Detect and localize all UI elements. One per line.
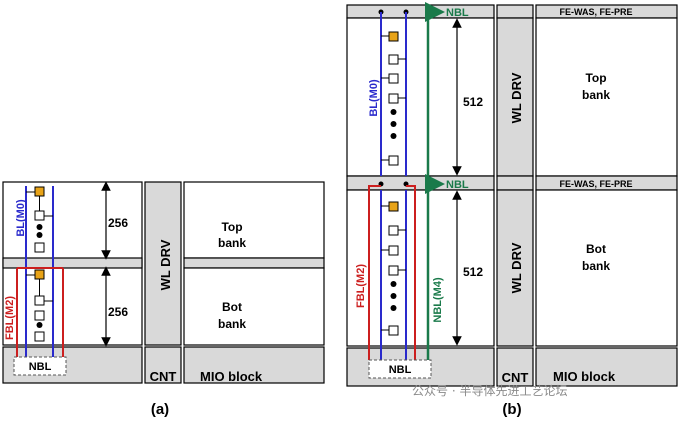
- ellipsis-dot: [390, 121, 397, 127]
- cnt-label: CNT: [502, 370, 529, 385]
- folded-bitline-left: [368, 185, 381, 360]
- memory-cell: [388, 155, 399, 166]
- memory-cell: [388, 225, 399, 236]
- highlighted-cell: [388, 31, 399, 42]
- bank-separator-strip-right: [183, 257, 325, 269]
- mio-label: MIO block: [200, 369, 263, 384]
- ellipsis-dot: [36, 322, 43, 328]
- memory-cell: [388, 54, 399, 65]
- mio-block: [535, 347, 678, 387]
- wl-driver-top-label: WL DRV: [509, 72, 524, 123]
- ellipsis-dot: [390, 305, 397, 311]
- folded-bitline-label: FBL(M2): [4, 296, 16, 340]
- fe-mid-label: FE-WAS, FE-PRE: [559, 179, 632, 189]
- wl-driver-column: [144, 181, 182, 346]
- memory-cell: [34, 295, 45, 306]
- top-bank-label-line1: Top: [221, 220, 242, 234]
- bot-bank: [183, 267, 325, 346]
- top-bank-label-line2: bank: [582, 88, 610, 102]
- top-bank: [535, 17, 678, 177]
- panel-b: WL DRV WL DRV CNT FE-WAS, FE-PRE Top ban…: [346, 2, 678, 418]
- nbl-box: [368, 359, 432, 379]
- nbl-box: [13, 356, 67, 376]
- memory-cell: [34, 331, 45, 342]
- ellipsis-dot: [36, 224, 43, 230]
- ellipsis-dot: [390, 281, 397, 287]
- bot-array: [346, 189, 495, 347]
- memory-cell: [34, 310, 45, 321]
- bot-bank-label-line2: bank: [582, 259, 610, 273]
- memory-cell: [388, 93, 399, 104]
- bitline-m0-label: BL(M0): [368, 79, 380, 117]
- memory-cell: [388, 265, 399, 276]
- nbl-label: NBL: [389, 364, 412, 376]
- highlighted-cell: [34, 269, 45, 280]
- highlighted-cell: [34, 186, 45, 197]
- bank-separator-strip: [2, 257, 143, 269]
- bitline-m0-label: BL(M0): [15, 199, 27, 237]
- bot-bank: [535, 189, 678, 347]
- fe-top-label: FE-WAS, FE-PRE: [559, 7, 632, 17]
- wl-driver-bot-label: WL DRV: [509, 242, 524, 293]
- memory-cell: [388, 325, 399, 336]
- top-cell-count: 256: [108, 216, 128, 230]
- memory-cell: [388, 245, 399, 256]
- folded-bitline-right: [406, 185, 416, 360]
- memory-cell: [388, 73, 399, 84]
- wl-driver-mid-cap: [496, 175, 534, 191]
- top-bank: [183, 181, 325, 259]
- nbl-m4-label: NBL(M4): [432, 277, 444, 323]
- memory-cell: [34, 242, 45, 253]
- top-bank-label-line2: bank: [218, 236, 246, 250]
- bot-bank-label-line1: Bot: [222, 300, 242, 314]
- nbl-label: NBL: [29, 361, 52, 373]
- panel-a-caption: (a): [151, 401, 169, 418]
- top-array: [346, 17, 495, 177]
- bot-cell-count: 256: [108, 305, 128, 319]
- mio-label: MIO block: [553, 369, 616, 384]
- panel-b-caption: (b): [502, 401, 521, 418]
- bot-cell-column: [381, 201, 406, 336]
- mio-block: [183, 346, 325, 384]
- wl-driver-label: WL DRV: [158, 239, 173, 290]
- nbl-mid-arrow-label: NBL: [446, 179, 469, 191]
- ellipsis-dot: [36, 232, 43, 238]
- panel-a: WL DRV CNT Top bank Bot bank MIO block: [2, 181, 325, 418]
- bot-bank-label-line2: bank: [218, 317, 246, 331]
- cnt-block: [144, 346, 182, 384]
- ellipsis-dot: [390, 133, 397, 139]
- folded-bitline-label: FBL(M2): [355, 264, 367, 308]
- wl-driver-top-cap: [496, 4, 534, 19]
- top-bank-label-line1: Top: [585, 71, 606, 85]
- cnt-label: CNT: [150, 369, 177, 384]
- highlighted-cell: [388, 201, 399, 212]
- ellipsis-dot: [390, 293, 397, 299]
- ellipsis-dot: [390, 109, 397, 115]
- watermark-text: 公众号 · 半导体先进工艺论坛: [412, 384, 568, 398]
- bot-cell-count: 512: [463, 265, 483, 279]
- wl-driver-bot-column: [496, 189, 534, 347]
- bot-bank-label-line1: Bot: [586, 242, 606, 256]
- top-cell-column: [381, 31, 406, 166]
- top-strip: [346, 4, 495, 19]
- top-cell-count: 512: [463, 95, 483, 109]
- memory-cell: [34, 210, 45, 221]
- nbl-top-arrow-label: NBL: [446, 7, 469, 19]
- cnt-block: [496, 347, 534, 387]
- nbl-m4-route: [425, 2, 445, 360]
